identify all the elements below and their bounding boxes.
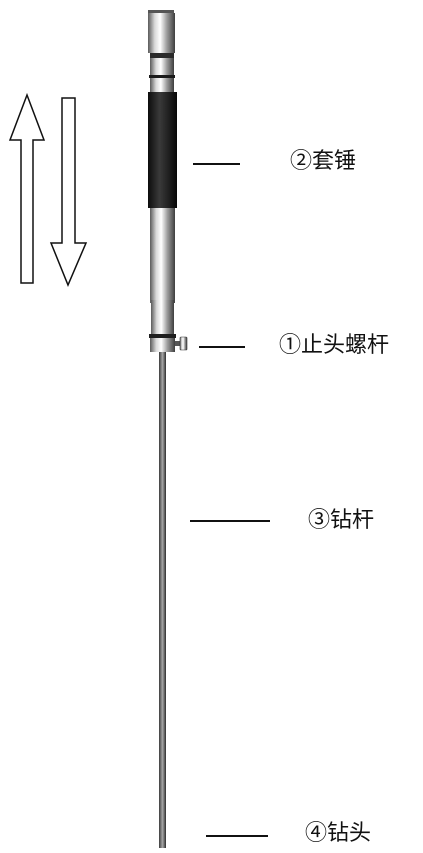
hammer-cap	[148, 10, 175, 92]
leader-line-sleeve-hammer	[193, 163, 240, 165]
up-arrow-icon	[8, 92, 46, 284]
drill-rod	[159, 352, 166, 848]
label-sleeve-hammer: ②套锤	[290, 149, 357, 174]
label-drill-bit: ④钻头	[305, 821, 372, 846]
stop-screw-knob	[175, 336, 188, 351]
leader-line-drill-bit	[206, 835, 268, 837]
down-arrow-icon	[49, 97, 88, 287]
leader-line-stop-screw	[199, 346, 245, 348]
label-stop-screw: ①止头螺杆	[279, 333, 390, 358]
sleeve-hammer-body	[149, 208, 176, 352]
sleeve-hammer-grip	[148, 92, 177, 208]
label-drill-rod: ③钻杆	[308, 508, 375, 533]
leader-line-drill-rod	[190, 520, 270, 522]
